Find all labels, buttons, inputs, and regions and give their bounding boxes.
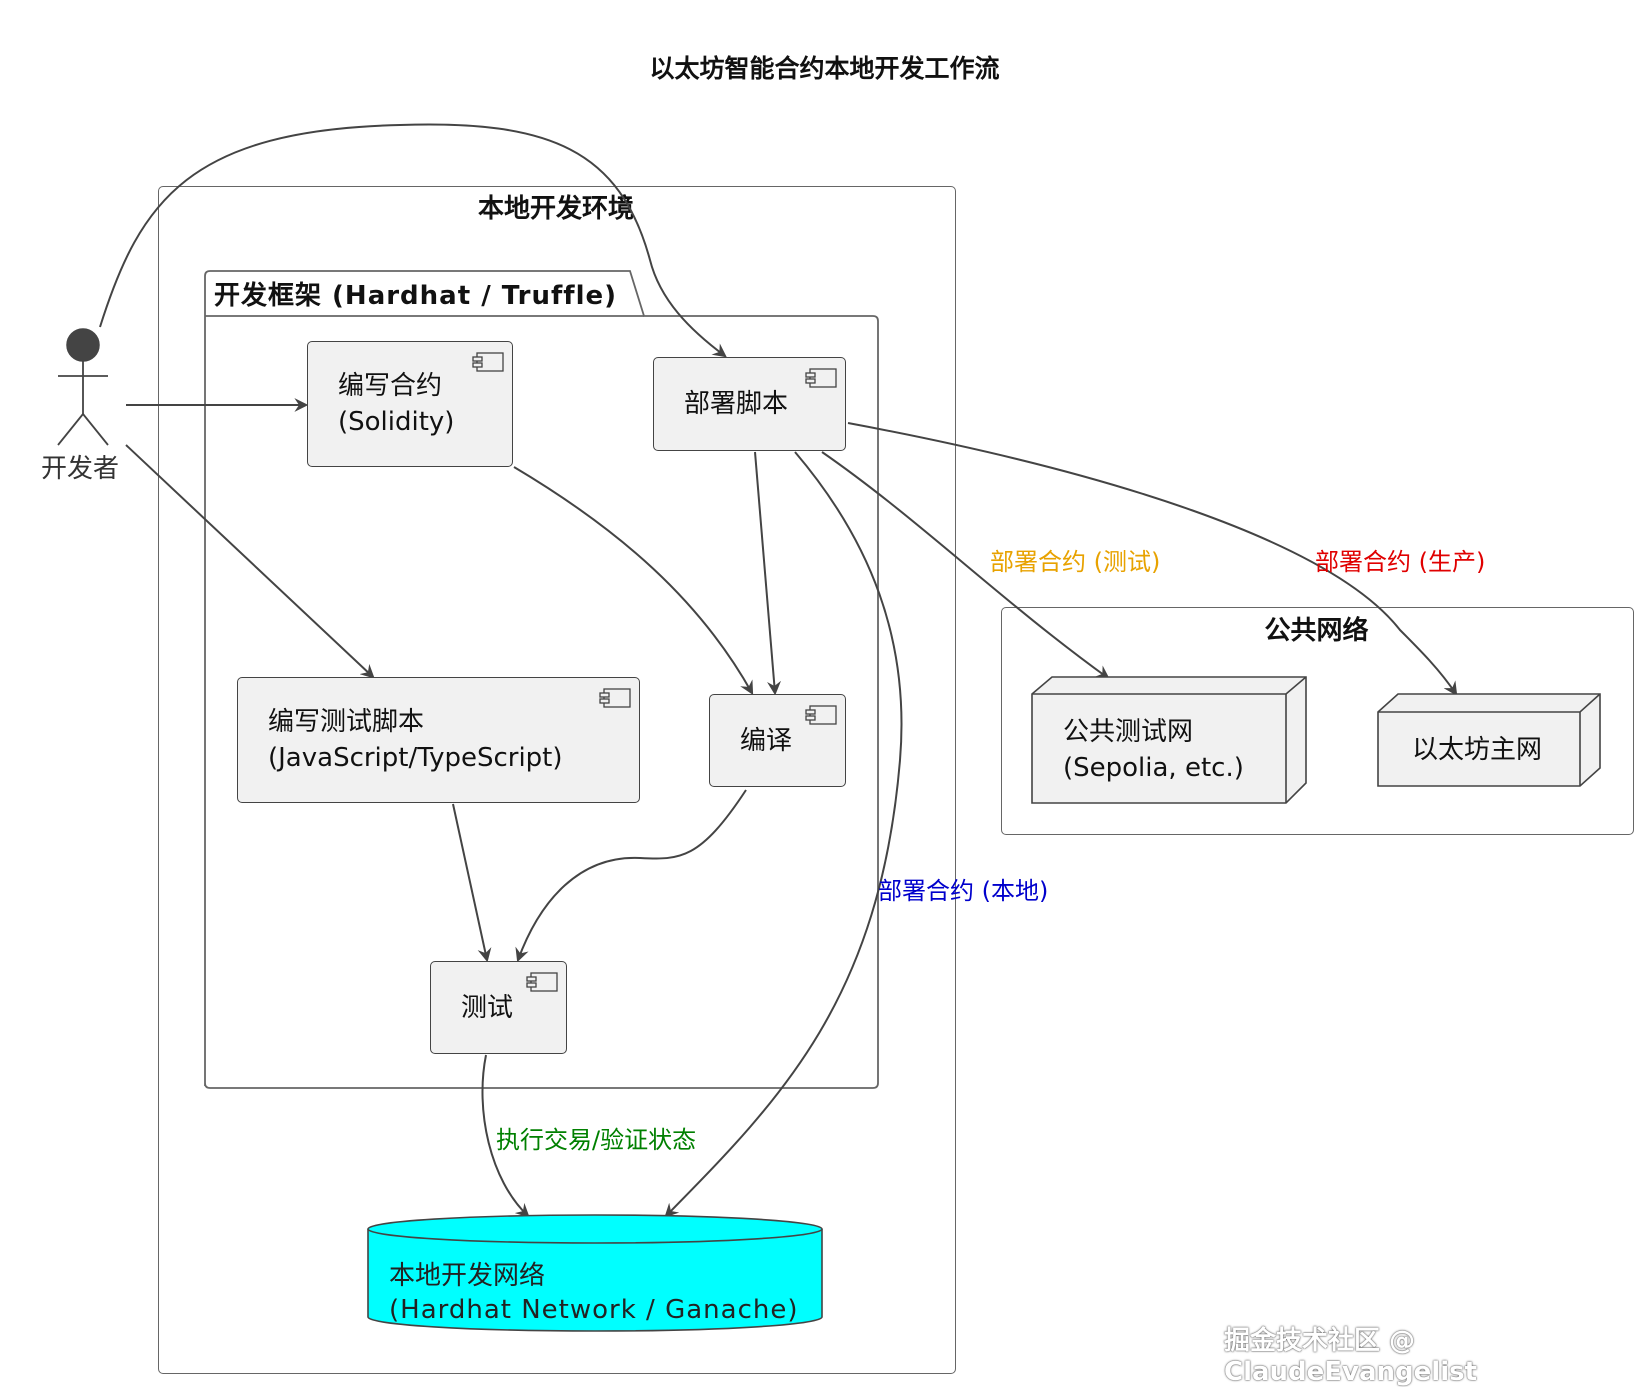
- compile-label: 编译: [740, 725, 793, 756]
- edge-label-deploy-test: 部署合约 (测试): [990, 548, 1161, 576]
- edge-test-to-network: [481, 1054, 530, 1218]
- local-env-title: 本地开发环境: [477, 194, 634, 224]
- public-networks-frame: [1001, 607, 1634, 835]
- component-icon: [472, 352, 504, 372]
- mainnet-node-shape: [1377, 693, 1601, 787]
- edge-actor-to-tests: [125, 444, 375, 679]
- edge-tests-to-test: [452, 803, 492, 963]
- edge-label-deploy-prod: 部署合约 (生产): [1315, 548, 1486, 576]
- local-network-label: 本地开发网络: [389, 1261, 546, 1291]
- deploy-script-label: 部署脚本: [684, 389, 789, 419]
- write-contract-label: 编写合约: [338, 371, 443, 401]
- local-network-sub: (Hardhat Network / Ganache): [389, 1295, 799, 1325]
- test-label: 测试: [461, 992, 514, 1023]
- component-icon: [805, 705, 837, 725]
- edge-deploy-to-mainnet: [847, 422, 1458, 696]
- watermark: 掘金技术社区 @ ClaudeEvangelist: [1224, 1326, 1478, 1387]
- public-networks-title: 公共网络: [1264, 616, 1369, 646]
- testnet-node[interactable]: 公共测试网 (Sepolia, etc.): [1063, 714, 1244, 786]
- edge-deploy-to-testnet: [821, 451, 1110, 680]
- component-icon: [599, 688, 631, 708]
- edge-label-deploy-local: 部署合约 (本地): [878, 877, 1049, 905]
- edge-label-execute-tx: 执行交易/验证状态: [496, 1126, 697, 1154]
- actor-figure: [57, 328, 109, 446]
- write-tests-component[interactable]: 编写测试脚本 (JavaScript/TypeScript): [237, 677, 640, 803]
- testnet-label: 公共测试网: [1063, 717, 1194, 747]
- testnet-node-shape: [1031, 676, 1307, 804]
- write-contract-component[interactable]: 编写合约 (Solidity): [307, 341, 513, 467]
- write-tests-lang: (JavaScript/TypeScript): [268, 743, 563, 773]
- actor-label: 开发者: [41, 454, 120, 484]
- compile-component[interactable]: 编译: [709, 694, 846, 787]
- edge-actor-to-deploy: [99, 123, 727, 358]
- test-component[interactable]: 测试: [430, 961, 567, 1054]
- write-contract-lang: (Solidity): [338, 407, 455, 437]
- deploy-script-component[interactable]: 部署脚本: [653, 357, 846, 451]
- mainnet-node[interactable]: 以太坊主网: [1412, 732, 1542, 768]
- component-icon: [526, 972, 558, 992]
- edge-deploy-to-compile: [754, 451, 782, 696]
- mainnet-label: 以太坊主网: [1412, 735, 1543, 765]
- edge-deploy-to-network: [664, 451, 903, 1218]
- edge-compile-to-test: [515, 789, 747, 963]
- edge-contract-to-compile: [513, 466, 754, 696]
- local-env-frame: [158, 186, 956, 1374]
- local-network-cylinder: [367, 1214, 823, 1332]
- local-network-node[interactable]: 本地开发网络 (Hardhat Network / Ganache): [389, 1259, 798, 1327]
- diagram-title: 以太坊智能合约本地开发工作流: [649, 54, 1000, 83]
- write-tests-label: 编写测试脚本: [268, 707, 425, 737]
- testnet-sub: (Sepolia, etc.): [1063, 753, 1244, 783]
- component-icon: [805, 368, 837, 388]
- framework-title: 开发框架 (Hardhat / Truffle): [214, 281, 618, 311]
- framework-package-outline: [204, 270, 879, 1089]
